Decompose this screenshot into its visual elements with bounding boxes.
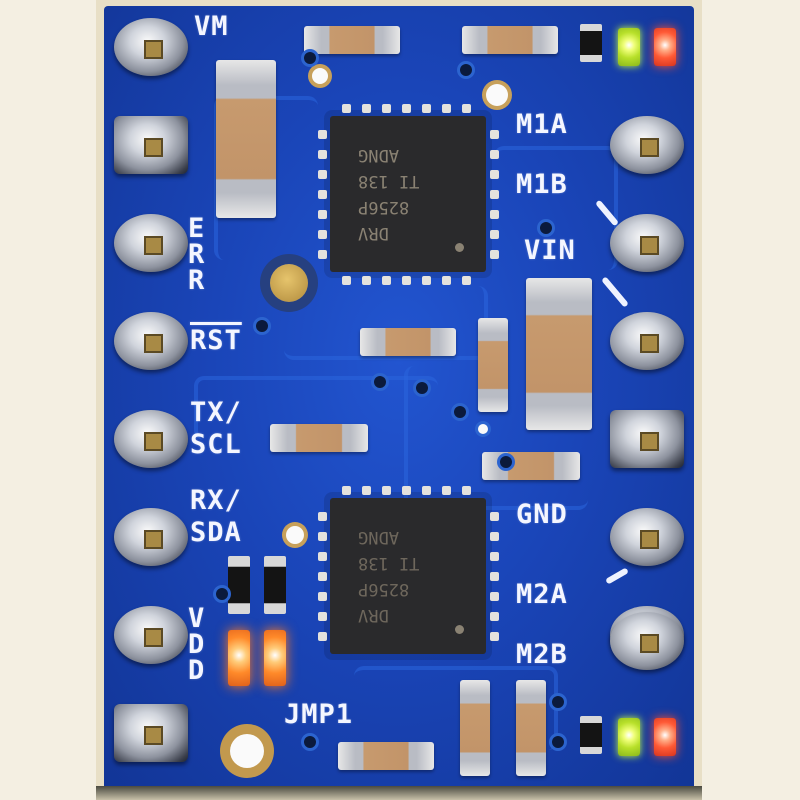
label-tx: TX/ [190, 397, 242, 428]
chip-lead [490, 512, 499, 521]
trace [194, 376, 438, 440]
led-green [618, 718, 640, 756]
via [304, 736, 316, 748]
silk-tick [601, 276, 629, 308]
header-pin-err [114, 214, 188, 272]
silk-tick [605, 567, 629, 585]
label-gnd: GND [516, 499, 568, 530]
via [256, 320, 268, 332]
label-vin: VIN [524, 235, 576, 266]
label-scl: SCL [190, 429, 242, 460]
resistor [580, 716, 602, 754]
mounting-hole [478, 424, 488, 434]
pin1-dot [455, 243, 464, 252]
board-bottom-edge [96, 786, 702, 800]
label-vm: VM [194, 11, 229, 42]
capacitor [478, 318, 508, 412]
via [416, 382, 428, 394]
trace [354, 666, 558, 750]
label-m1a: M1A [516, 109, 568, 140]
via [552, 736, 564, 748]
header-pin-gnd [610, 508, 684, 566]
pcb-board: VM ERR RST TX/ SCL RX/ SDA VDD JMP1 M1A … [104, 6, 694, 790]
label-rx: RX/ [190, 485, 242, 516]
driver-chip-2: DRV 8256P TI 138 ADNG [330, 498, 486, 654]
mounting-hole [486, 84, 508, 106]
header-pin-rx-sda [114, 508, 188, 566]
header-pin-square [610, 410, 684, 468]
capacitor-large [216, 60, 276, 218]
resistor [580, 24, 602, 62]
via [216, 588, 228, 600]
trace [404, 366, 588, 510]
header-pin-vdd [114, 606, 188, 664]
via [304, 52, 316, 64]
label-m1b: M1B [516, 169, 568, 200]
pin1-dot [455, 625, 464, 634]
capacitor [460, 680, 490, 776]
chip-lead [342, 104, 351, 113]
chip-marking: DRV 8256P TI 138 ADNG [358, 527, 420, 625]
chip-lead [342, 276, 351, 285]
label-m2b: M2B [516, 639, 568, 670]
label-m2a: M2A [516, 579, 568, 610]
led-red [654, 28, 676, 66]
led-amber [228, 630, 250, 686]
label-err: ERR [188, 213, 206, 296]
via [454, 406, 466, 418]
resistor [228, 556, 250, 614]
jumper-hole-jmp1 [230, 734, 264, 768]
chip-lead [342, 486, 351, 495]
header-pin-m2b [610, 612, 684, 670]
capacitor [338, 742, 434, 770]
capacitor [270, 424, 368, 452]
via [460, 64, 472, 76]
chip-lead [490, 130, 499, 139]
led-red [654, 718, 676, 756]
header-pin-vin [610, 312, 684, 370]
chip-lead [318, 512, 327, 521]
capacitor [304, 26, 400, 54]
via [540, 222, 552, 234]
label-vdd: VDD [188, 603, 206, 686]
header-pin-tx-scl [114, 410, 188, 468]
chip-lead [318, 130, 327, 139]
capacitor [516, 680, 546, 776]
driver-chip-1: DRV 8256P TI 138 ADNG [330, 116, 486, 272]
via [500, 456, 512, 468]
label-jmp1: JMP1 [284, 699, 354, 730]
via [374, 376, 386, 388]
capacitor [360, 328, 456, 356]
header-pin-m1a [610, 116, 684, 174]
led-amber [264, 630, 286, 686]
header-pin-square [114, 704, 188, 762]
test-pad [270, 264, 308, 302]
capacitor [482, 452, 580, 480]
capacitor-large [526, 278, 592, 430]
trace [494, 146, 618, 270]
header-pin-rst [114, 312, 188, 370]
mounting-hole [312, 68, 328, 84]
resistor [264, 556, 286, 614]
header-pin-vm [114, 18, 188, 76]
chip-marking: DRV 8256P TI 138 ADNG [358, 145, 420, 243]
label-sda: SDA [190, 517, 242, 548]
label-rst: RST [190, 325, 242, 356]
led-green [618, 28, 640, 66]
header-pin-square [114, 116, 188, 174]
mounting-hole [286, 526, 304, 544]
via [552, 696, 564, 708]
header-pin-m1b [610, 214, 684, 272]
capacitor [462, 26, 558, 54]
